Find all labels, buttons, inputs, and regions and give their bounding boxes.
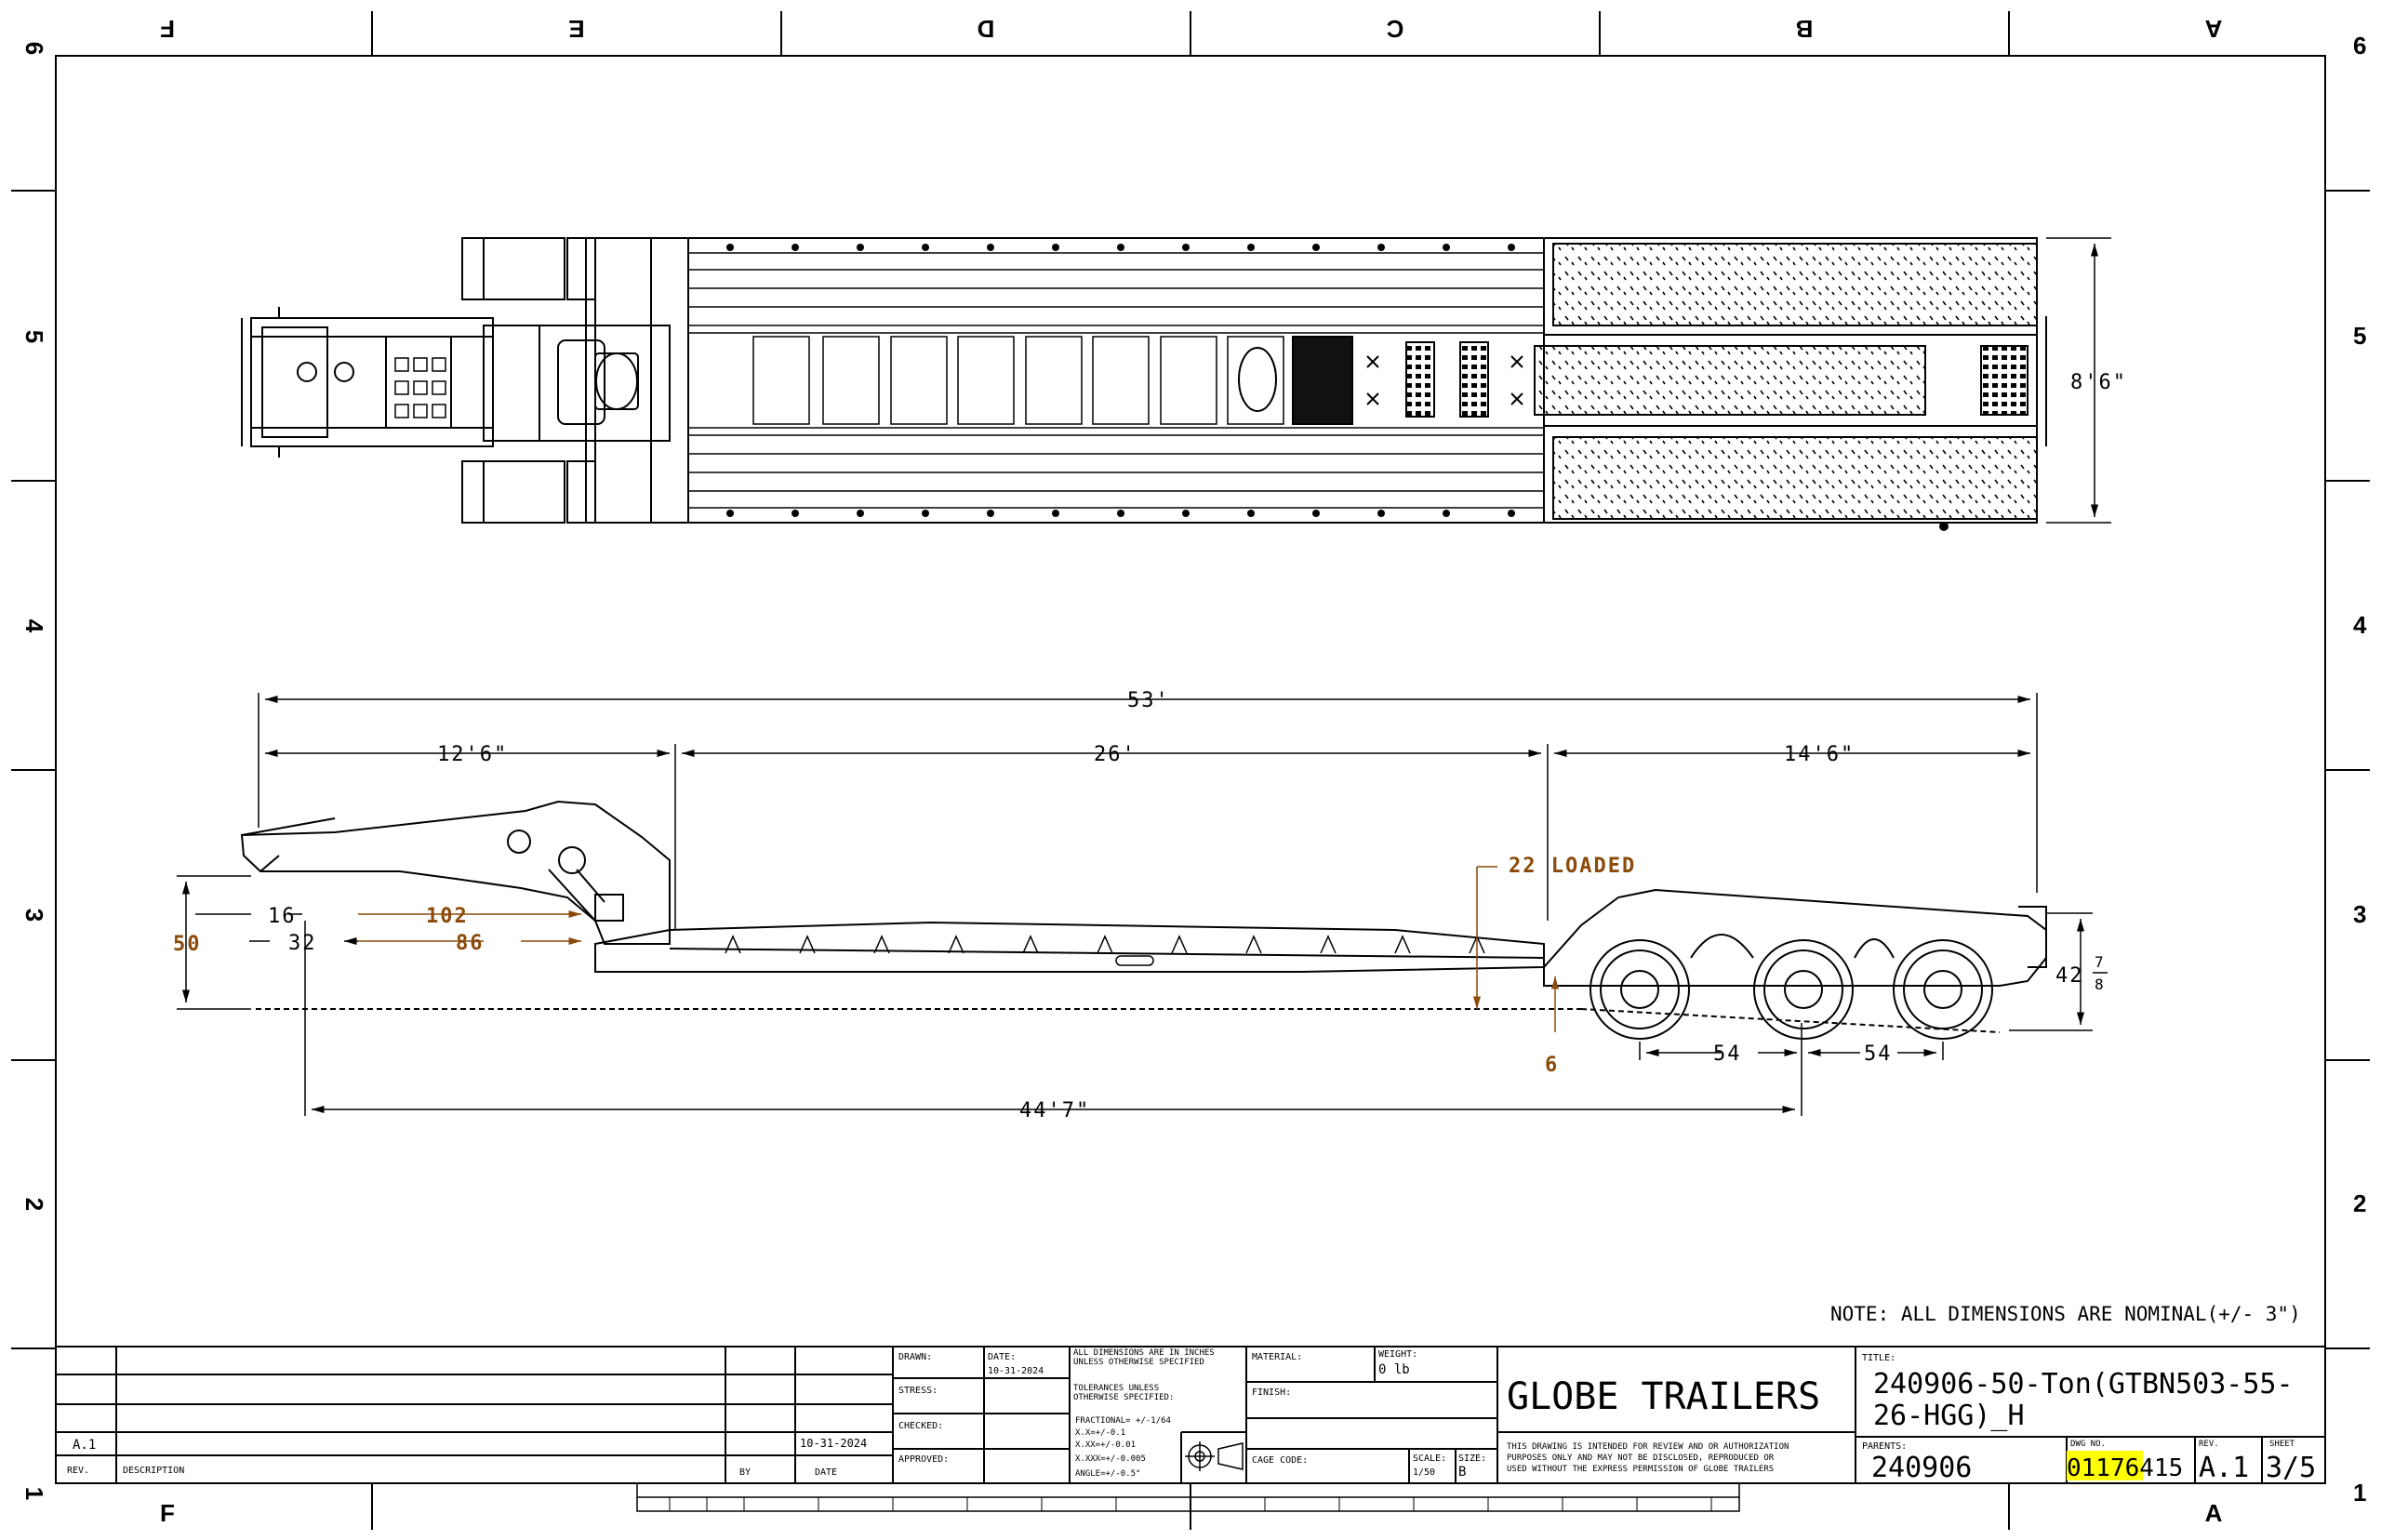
dimension-labels: 53' 12'6" 26' 14'6" 22 LOADED 50 16 32 1… (173, 689, 2108, 1122)
drawn-date: 10-31-2024 (988, 1366, 1044, 1376)
zone-col-e-top: E (568, 15, 584, 43)
zone-row-3-right: 3 (2353, 900, 2366, 928)
sheet-value: 3/5 (2266, 1452, 2316, 1484)
dim-axle-spacing-2-label: 54 (1864, 1042, 1893, 1066)
zone-row-6-left: 6 (20, 42, 48, 55)
checked-label: CHECKED: (898, 1421, 943, 1431)
drawing-title-line-1: 240906-50-Ton(GTBN503-55- (1873, 1368, 2294, 1401)
zone-row-2-right: 2 (2353, 1189, 2366, 1217)
dimension-width (2046, 237, 2111, 524)
dim-16-label: 16 (268, 905, 297, 928)
title-block-text: A.1 REV. DESCRIPTION BY DATE 10-31-2024 … (67, 1348, 2316, 1484)
dwg-no-label: DWG NO. (2070, 1440, 2106, 1449)
weight-value: 0 lb (1378, 1362, 1410, 1377)
company-name: GLOBE TRAILERS (1507, 1375, 1820, 1418)
zone-row-6-right: 6 (2353, 32, 2366, 60)
sheet-label: SHEET (2269, 1440, 2295, 1449)
zone-row-2-left: 2 (20, 1198, 48, 1211)
drawn-label: DRAWN: (898, 1352, 932, 1362)
dwg-highlight (2067, 1451, 2143, 1480)
dim-rear-height-den-label: 8 (2095, 976, 2106, 993)
zone-row-5-left: 5 (20, 330, 48, 343)
zone-row-1-left: 1 (20, 1487, 48, 1500)
parents-value: 240906 (1871, 1452, 1972, 1484)
dim-gooseneck-length-label: 12'6" (437, 743, 508, 766)
disclaimer-line-2: PURPOSES ONLY AND MAY NOT BE DISCLOSED, … (1507, 1454, 1775, 1463)
dim-6-label: 6 (1545, 1054, 1559, 1077)
trailer-side-view (240, 800, 2047, 1040)
dim-width-label: 8'6" (2070, 371, 2127, 394)
stress-label: STRESS: (898, 1386, 938, 1396)
dim-front-height-label: 50 (173, 933, 202, 956)
zone-row-4-right: 4 (2353, 611, 2367, 639)
dim-axle-spacing-1-label: 54 (1713, 1042, 1742, 1066)
parents-label: PARENTS: (1862, 1441, 1907, 1452)
finish-label: FINISH: (1252, 1387, 1291, 1398)
tolerance-x: X.X=+/-0.1 (1075, 1428, 1125, 1438)
zone-row-5-right: 5 (2353, 322, 2366, 350)
side-dimension-lines-accent (358, 866, 1560, 1032)
zone-row-4-left: 4 (20, 619, 48, 633)
date-field-label: DATE: (988, 1352, 1016, 1362)
dim-32-label: 32 (288, 932, 317, 955)
zone-labels: F E D C B A F A 6 5 4 3 2 1 6 5 4 3 2 1 (20, 15, 2367, 1527)
by-label: BY (739, 1467, 751, 1478)
description-label: DESCRIPTION (123, 1466, 184, 1476)
zone-row-3-left: 3 (20, 909, 48, 922)
rev-value: A.1 (73, 1438, 96, 1453)
dimensions-unit-note: ALL DIMENSIONS ARE IN INCHES UNLESS OTHE… (1073, 1348, 1215, 1367)
weight-label: WEIGHT: (1378, 1349, 1417, 1360)
tolerance-angle: ANGLE=+/-0.5° (1075, 1469, 1140, 1479)
zone-col-c-top: C (1386, 15, 1403, 43)
cage-code-label: CAGE CODE: (1252, 1455, 1308, 1466)
tolerance-xxx: X.XXX=+/-0.005 (1075, 1454, 1146, 1464)
dim-rear-height-whole-label: 42 (2055, 964, 2084, 988)
trailer-top-view (241, 237, 2047, 531)
dwg-no-value: 01176415 (2067, 1454, 2183, 1482)
dim-kingpin-to-axle-label: 44'7" (1019, 1099, 1090, 1122)
dim-rear-length-label: 14'6" (1784, 743, 1855, 766)
nominal-dimensions-note: NOTE: ALL DIMENSIONS ARE NOMINAL(+/- 3") (1830, 1303, 2301, 1325)
projection-symbol-icon (1185, 1441, 1244, 1471)
dim-rear-height-num-label: 7 (2095, 953, 2106, 971)
dim-102-label: 102 (426, 905, 469, 928)
zone-col-a-top: A (2204, 15, 2222, 43)
rev-label: REV. (67, 1466, 89, 1476)
scale-value: 1/50 (1413, 1467, 1435, 1478)
date-label: DATE (815, 1467, 837, 1478)
material-label: MATERIAL: (1252, 1352, 1302, 1362)
size-label: SIZE: (1458, 1454, 1486, 1464)
zone-col-d-top: D (978, 15, 995, 43)
zone-col-f-top: F (160, 15, 175, 43)
zone-col-b-top: B (1796, 15, 1814, 43)
dim-overall-length-label: 53' (1127, 689, 1170, 712)
size-value: B (1458, 1465, 1466, 1480)
title-block (55, 1346, 2326, 1484)
zone-col-f-bottom: F (160, 1499, 175, 1527)
zone-row-1-right: 1 (2353, 1479, 2366, 1507)
dim-deck-length-label: 26' (1094, 743, 1137, 766)
rev-block-label: REV. (2199, 1440, 2219, 1449)
disclaimer-line-1: THIS DRAWING IS INTENDED FOR REVIEW AND … (1507, 1442, 1789, 1452)
disclaimer-line-3: USED WITHOUT THE EXPRESS PERMISSION OF G… (1507, 1465, 1774, 1474)
tolerance-heading: TOLERANCES UNLESS OTHERWISE SPECIFIED: (1073, 1384, 1175, 1402)
side-dimension-lines (177, 693, 2093, 1116)
tolerance-xx: X.XX=+/-0.01 (1075, 1440, 1136, 1450)
title-label: TITLE: (1862, 1353, 1895, 1363)
dim-86-label: 86 (456, 932, 485, 955)
ground-line (256, 1008, 2001, 1033)
rev-date: 10-31-2024 (800, 1437, 867, 1450)
approved-label: APPROVED: (898, 1454, 949, 1465)
rev-block-value: A.1 (2199, 1452, 2249, 1484)
drawing-title-line-2: 26-HGG)_H (1873, 1400, 2025, 1432)
dim-loaded-height-label: 22 LOADED (1509, 855, 1636, 878)
tolerance-fractional: FRACTIONAL= +/-1/64 (1075, 1416, 1171, 1426)
scale-label: SCALE: (1413, 1454, 1446, 1464)
zone-col-a-bottom: A (2205, 1499, 2223, 1527)
